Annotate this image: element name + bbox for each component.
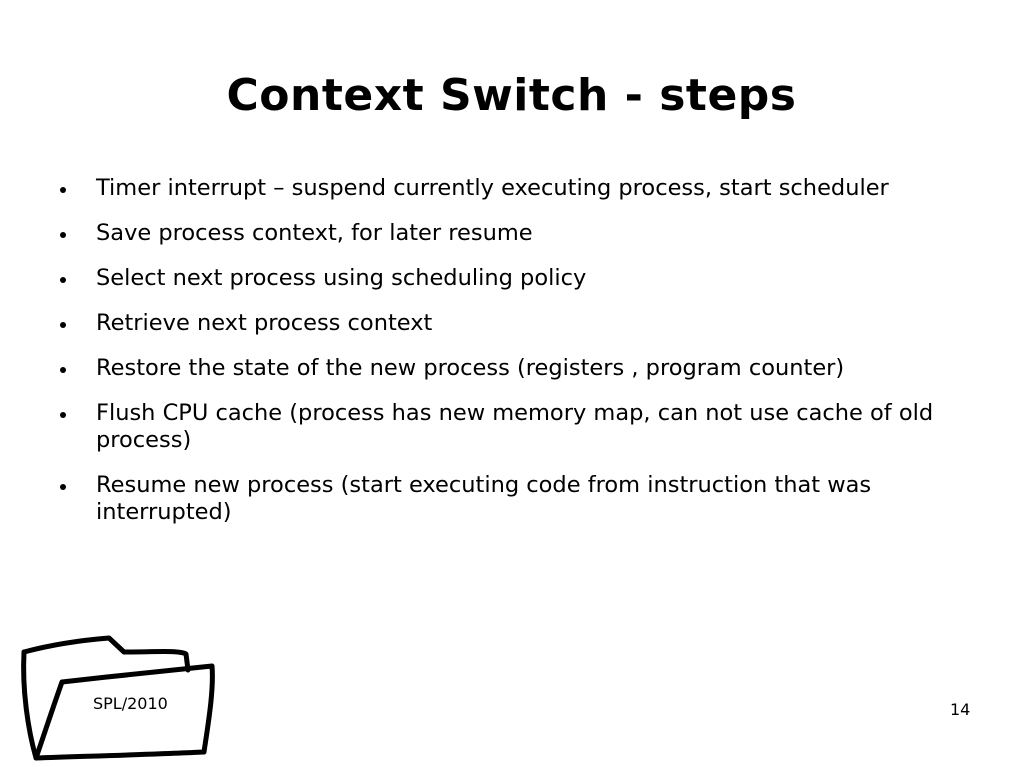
page-number: 14 [950, 700, 971, 719]
bullet-icon [60, 322, 66, 328]
bullet-icon [60, 187, 66, 193]
bullet-icon [60, 484, 66, 490]
bullet-item: Timer interrupt – suspend currently exec… [60, 175, 990, 202]
bullet-icon [60, 412, 66, 418]
footer-label: SPL/2010 [93, 694, 168, 713]
bullet-item: Restore the state of the new process (re… [60, 355, 990, 382]
bullet-text: Restore the state of the new process (re… [96, 355, 845, 381]
bullet-item: Resume new process (start executing code… [60, 472, 990, 526]
bullet-text: Timer interrupt – suspend currently exec… [96, 175, 889, 201]
bullet-item: Flush CPU cache (process has new memory … [60, 400, 990, 454]
bullet-item: Retrieve next process context [60, 310, 990, 337]
bullet-item: Save process context, for later resume [60, 220, 990, 247]
bullet-icon [60, 277, 66, 283]
bullet-icon [60, 232, 66, 238]
bullet-text: Save process context, for later resume [96, 220, 533, 246]
bullet-icon [60, 367, 66, 373]
bullet-list: Timer interrupt – suspend currently exec… [60, 175, 990, 544]
slide-title: Context Switch - steps [226, 70, 797, 121]
bullet-item: Select next process using scheduling pol… [60, 265, 990, 292]
bullet-text: Select next process using scheduling pol… [96, 265, 587, 291]
bullet-text: Flush CPU cache (process has new memory … [96, 400, 934, 453]
bullet-text: Resume new process (start executing code… [96, 472, 872, 525]
bullet-text: Retrieve next process context [96, 310, 433, 336]
folder-icon [21, 635, 215, 761]
